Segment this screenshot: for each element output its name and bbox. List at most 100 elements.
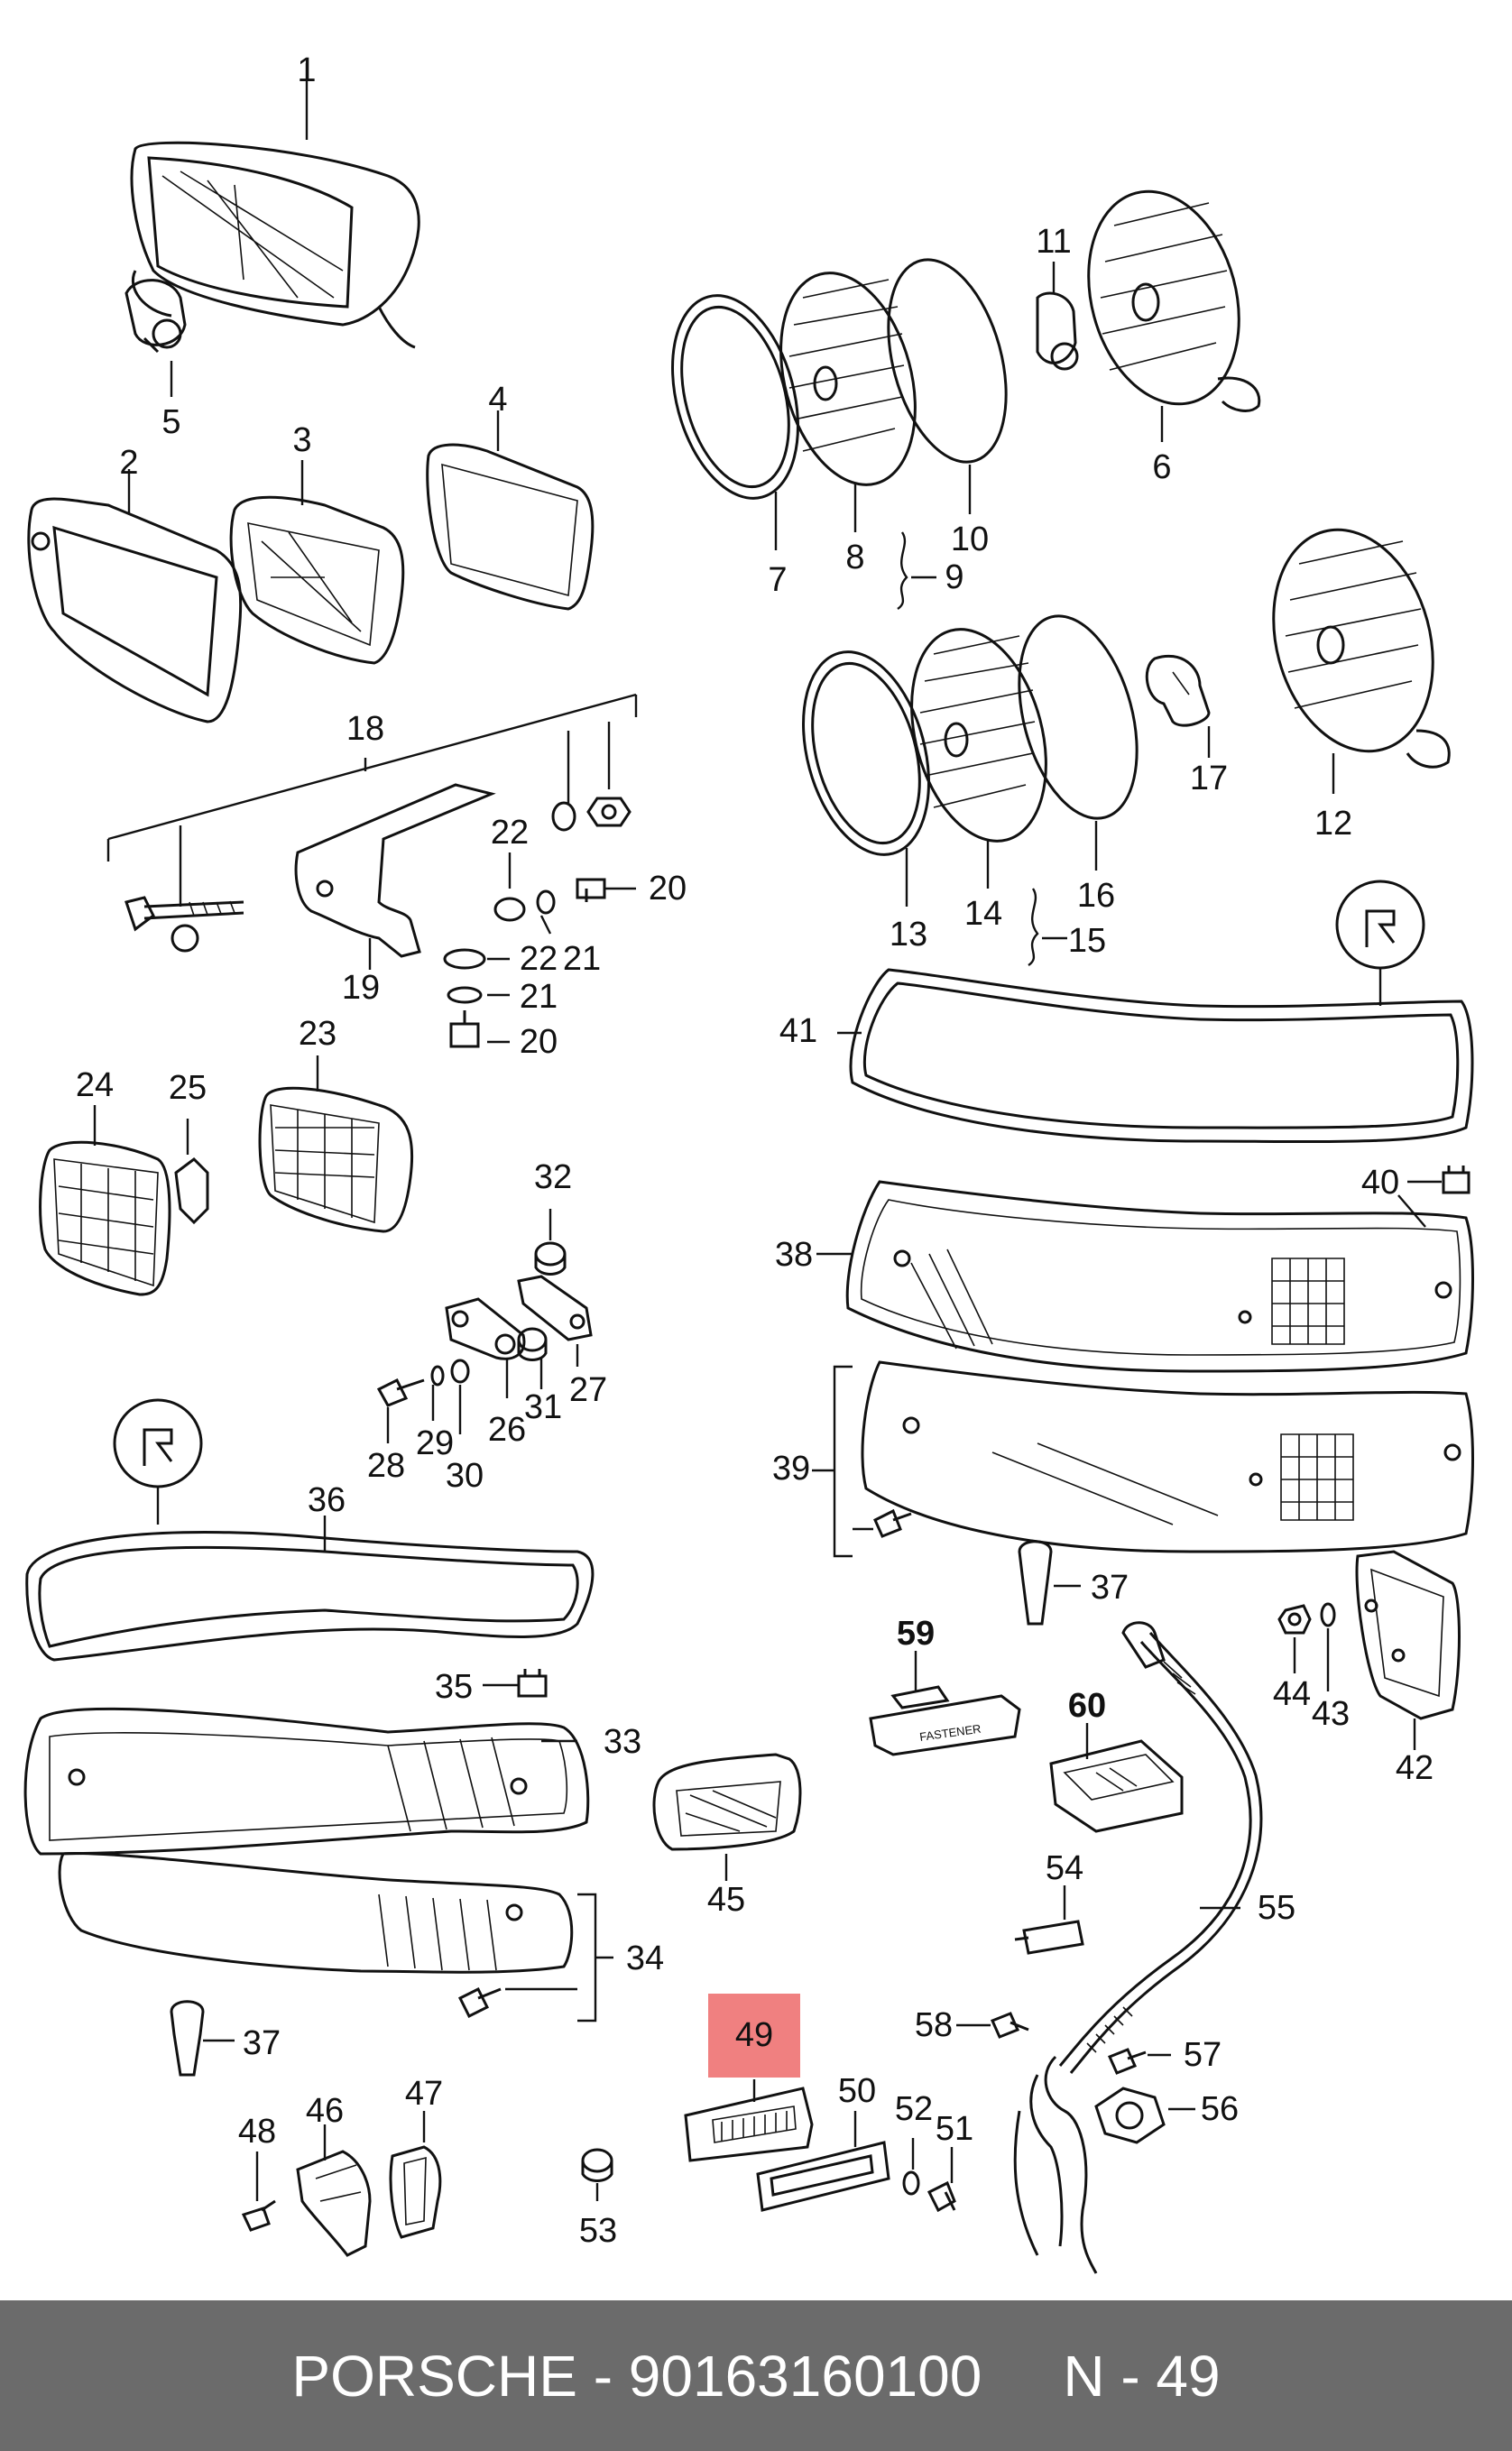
callout-10: 10 bbox=[951, 521, 989, 558]
part-6-lamp bbox=[1087, 189, 1261, 412]
part-55-cable bbox=[1013, 1621, 1263, 2274]
callout-8: 8 bbox=[845, 539, 864, 576]
callout-60: 60 bbox=[1068, 1687, 1106, 1725]
exploded-parts-diagram: 49 FASTENER bbox=[23, 51, 1474, 2274]
part-43-washer bbox=[1320, 1602, 1336, 1627]
callout-5: 5 bbox=[161, 403, 180, 441]
callout-15: 15 bbox=[1068, 922, 1106, 960]
part-39-lens bbox=[861, 1360, 1474, 1553]
callout-26: 26 bbox=[488, 1411, 526, 1449]
callout-56: 56 bbox=[1201, 2090, 1239, 2128]
footer-dash: - bbox=[593, 2343, 613, 2409]
part-45-side-marker bbox=[652, 1753, 802, 1851]
callout-25: 25 bbox=[169, 1069, 207, 1107]
part-23-lamp bbox=[258, 1086, 414, 1233]
callout-21b: 21 bbox=[520, 978, 558, 1016]
callout-47: 47 bbox=[405, 2075, 443, 2113]
callout-38: 38 bbox=[775, 1236, 813, 1274]
part-8-lens bbox=[779, 272, 917, 486]
washers-and-nuts bbox=[443, 797, 632, 1048]
part-49-license-lamp-housing bbox=[684, 2087, 814, 2162]
part-24-lamp bbox=[39, 1140, 171, 1296]
callout-12: 12 bbox=[1314, 805, 1352, 843]
callout-19: 19 bbox=[342, 969, 380, 1007]
callout-35: 35 bbox=[435, 1668, 473, 1706]
part-35-clip bbox=[517, 1669, 548, 1698]
highlight-box-49 bbox=[708, 1994, 800, 2078]
part-39-screw bbox=[873, 1508, 912, 1538]
callout-11: 11 bbox=[1036, 223, 1071, 261]
part-34-lens bbox=[58, 1851, 574, 1974]
part-27-plate bbox=[517, 1275, 593, 1341]
callout-36: 36 bbox=[308, 1481, 346, 1519]
part-2-frame bbox=[27, 497, 243, 723]
brand-name: PORSCHE bbox=[291, 2343, 577, 2409]
callout-labels: 1 2 3 4 5 6 7 8 9 10 11 12 13 14 15 16 1… bbox=[76, 51, 1434, 2250]
part-17-bulb bbox=[1145, 654, 1211, 727]
callout-3: 3 bbox=[292, 421, 311, 459]
callout-6: 6 bbox=[1152, 448, 1171, 486]
part-32-bushing bbox=[534, 1241, 567, 1276]
part-51-screw bbox=[927, 2180, 956, 2213]
part-28-29-30-screws bbox=[376, 1359, 470, 1407]
part-12-lamp bbox=[1272, 528, 1451, 769]
part-37-lamp-socket-left bbox=[170, 2000, 205, 2077]
part-number-footer: PORSCHE - 90163160100 N - 49 bbox=[0, 2300, 1512, 2451]
callout-20a: 20 bbox=[649, 870, 687, 908]
part-54-fuse bbox=[1014, 1920, 1084, 1955]
callout-57: 57 bbox=[1184, 2036, 1222, 2074]
callout-37-left: 37 bbox=[243, 2024, 281, 2062]
callout-17: 17 bbox=[1190, 760, 1228, 797]
callout-40: 40 bbox=[1361, 1164, 1399, 1202]
callout-51: 51 bbox=[936, 2110, 973, 2148]
part-57-screw bbox=[1107, 2048, 1147, 2075]
part-58-screw bbox=[990, 2012, 1029, 2039]
part-3-lens bbox=[229, 495, 405, 665]
part-16-seal-ring bbox=[1018, 614, 1139, 820]
callout-7: 7 bbox=[768, 561, 787, 599]
part-56-flange bbox=[1094, 2087, 1166, 2144]
part-18-bracket bbox=[294, 783, 496, 958]
callout-59: 59 bbox=[897, 1615, 935, 1653]
part-14-lens bbox=[910, 628, 1047, 843]
callout-9: 9 bbox=[945, 558, 963, 596]
part-50-gasket bbox=[756, 2141, 890, 2212]
part-52-washer bbox=[902, 2170, 920, 2196]
part-33-lens bbox=[23, 1707, 590, 1856]
part-25-bulb bbox=[174, 1157, 209, 1225]
callout-45: 45 bbox=[707, 1881, 745, 1919]
callout-33: 33 bbox=[604, 1723, 641, 1761]
callout-41: 41 bbox=[779, 1012, 817, 1050]
callout-27: 27 bbox=[569, 1371, 607, 1409]
part-10-seal-ring bbox=[887, 258, 1008, 464]
callout-13: 13 bbox=[890, 916, 927, 954]
part-40-clip bbox=[1442, 1166, 1471, 1194]
callout-20b: 20 bbox=[520, 1023, 558, 1061]
part-59-fuse-box: FASTENER bbox=[869, 1685, 1021, 1756]
callout-50: 50 bbox=[838, 2072, 876, 2110]
part-13-chrome-ring bbox=[802, 650, 930, 856]
part-37-lamp-socket-right bbox=[1018, 1540, 1053, 1626]
callout-22a: 22 bbox=[491, 814, 529, 852]
callout-44: 44 bbox=[1273, 1675, 1311, 1713]
callout-43: 43 bbox=[1312, 1695, 1350, 1733]
direction-badge-left bbox=[113, 1398, 203, 1488]
part-7-chrome-ring bbox=[671, 294, 799, 500]
part-48-screw bbox=[241, 2199, 276, 2232]
part-41-gasket bbox=[849, 968, 1474, 1144]
callout-22b: 22 bbox=[520, 940, 558, 978]
callout-18: 18 bbox=[346, 710, 384, 748]
callout-31: 31 bbox=[524, 1388, 562, 1426]
direction-badge-right bbox=[1335, 880, 1425, 970]
callout-28: 28 bbox=[367, 1447, 405, 1485]
callout-58: 58 bbox=[915, 2006, 953, 2044]
callout-53: 53 bbox=[579, 2212, 617, 2250]
callout-32: 32 bbox=[534, 1158, 572, 1196]
svg-text:FASTENER: FASTENER bbox=[918, 1722, 982, 1744]
diagram-reference: N - 49 bbox=[1063, 2343, 1221, 2409]
callout-48: 48 bbox=[238, 2113, 276, 2151]
part-4-gasket bbox=[426, 443, 595, 611]
callout-42: 42 bbox=[1396, 1749, 1434, 1787]
callout-52: 52 bbox=[895, 2090, 933, 2128]
part-34-screw bbox=[457, 1986, 502, 2019]
